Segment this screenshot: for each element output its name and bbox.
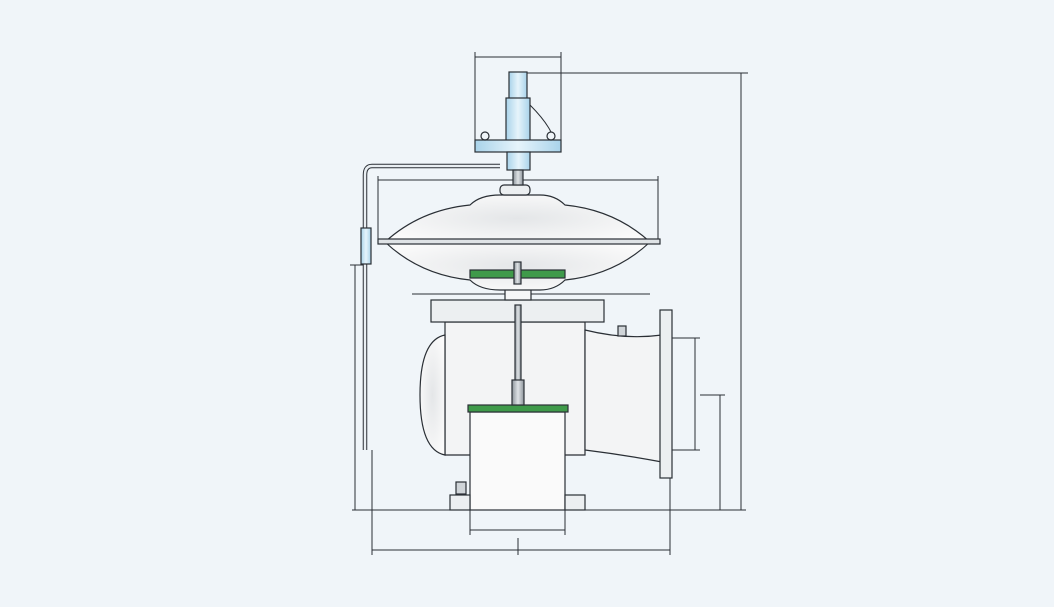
valve-body xyxy=(419,309,673,511)
outlet-pipe xyxy=(584,329,663,463)
stem-weight xyxy=(511,379,525,406)
valve-stem xyxy=(514,304,522,386)
body-bulge xyxy=(419,334,446,456)
outlet-flange xyxy=(659,309,673,479)
pilot-body xyxy=(506,151,531,171)
diaphragm-housing xyxy=(377,184,661,291)
pilot-spring-cap xyxy=(508,71,528,101)
dome-cap xyxy=(499,184,531,196)
pilot-regulator xyxy=(474,71,562,186)
tube-fitting xyxy=(360,227,372,265)
pilot-flange xyxy=(474,139,562,153)
base-flange xyxy=(564,494,586,511)
valve-disc-seal xyxy=(467,404,569,413)
inlet-seat xyxy=(469,411,566,511)
pilot-cylinder xyxy=(505,97,531,143)
